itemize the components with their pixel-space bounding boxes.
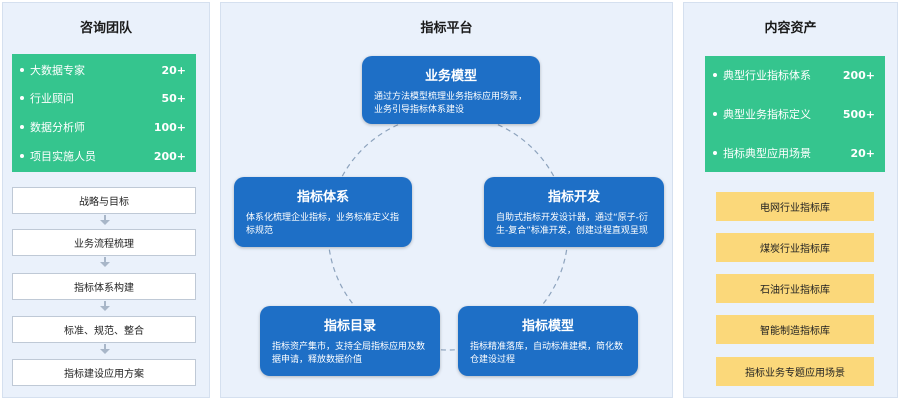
asset-item: 典型行业指标体系 200+ [705, 64, 885, 86]
down-arrow-icon [100, 349, 110, 354]
step-box: 战略与目标 [12, 187, 196, 214]
bullet-icon [20, 125, 24, 129]
business-model-card: 业务模型 通过方法模型梳理业务指标应用场景，业务引导指标体系建设 [362, 56, 540, 124]
bullet-icon [713, 73, 717, 77]
arrow-connector [104, 301, 106, 306]
asset-item: 指标典型应用场景 20+ [705, 142, 885, 164]
bullet-icon [20, 154, 24, 158]
team-item: 大数据专家 20+ [12, 59, 196, 81]
library-item: 石油行业指标库 [716, 274, 874, 303]
team-item: 数据分析师 100+ [12, 116, 196, 138]
content-assets-title: 内容资产 [764, 21, 817, 36]
library-item: 指标业务专题应用场景 [716, 357, 874, 386]
bullet-icon [20, 96, 24, 100]
library-item: 电网行业指标库 [716, 192, 874, 221]
indicator-platform-title: 指标平台 [420, 21, 473, 36]
arrow-connector [104, 257, 106, 262]
asset-stats-box: 典型行业指标体系 200+ 典型业务指标定义 500+ 指标典型应用场景 20+ [705, 56, 885, 172]
bullet-icon [713, 151, 717, 155]
consulting-team-title: 咨询团队 [79, 21, 132, 36]
library-item: 煤炭行业指标库 [716, 233, 874, 262]
indicator-system-card: 指标体系 体系化梳理企业指标，业务标准定义指标规范 [234, 177, 412, 247]
bullet-icon [20, 68, 24, 72]
step-box: 指标建设应用方案 [12, 359, 196, 386]
team-item: 项目实施人员 200+ [12, 145, 196, 167]
team-stats-box: 大数据专家 20+ 行业顾问 50+ 数据分析师 100+ 项目实施人员 200… [12, 54, 196, 172]
down-arrow-icon [100, 220, 110, 225]
arrow-connector [104, 344, 106, 349]
team-item: 行业顾问 50+ [12, 87, 196, 109]
indicator-development-card: 指标开发 自助式指标开发设计器，通过“原子-衍生-复合”标准开发，创建过程直观呈… [484, 177, 664, 247]
down-arrow-icon [100, 262, 110, 267]
indicator-model-card: 指标模型 指标精准落库，自动标准建模，简化数仓建设过程 [458, 306, 638, 376]
bullet-icon [713, 112, 717, 116]
step-box: 业务流程梳理 [12, 229, 196, 256]
step-box: 指标体系构建 [12, 273, 196, 300]
library-item: 智能制造指标库 [716, 315, 874, 344]
arrow-connector [104, 215, 106, 220]
indicator-catalog-card: 指标目录 指标资产集市，支持全局指标应用及数据申请，释放数据价值 [260, 306, 440, 376]
down-arrow-icon [100, 306, 110, 311]
asset-item: 典型业务指标定义 500+ [705, 103, 885, 125]
step-box: 标准、规范、整合 [12, 316, 196, 343]
